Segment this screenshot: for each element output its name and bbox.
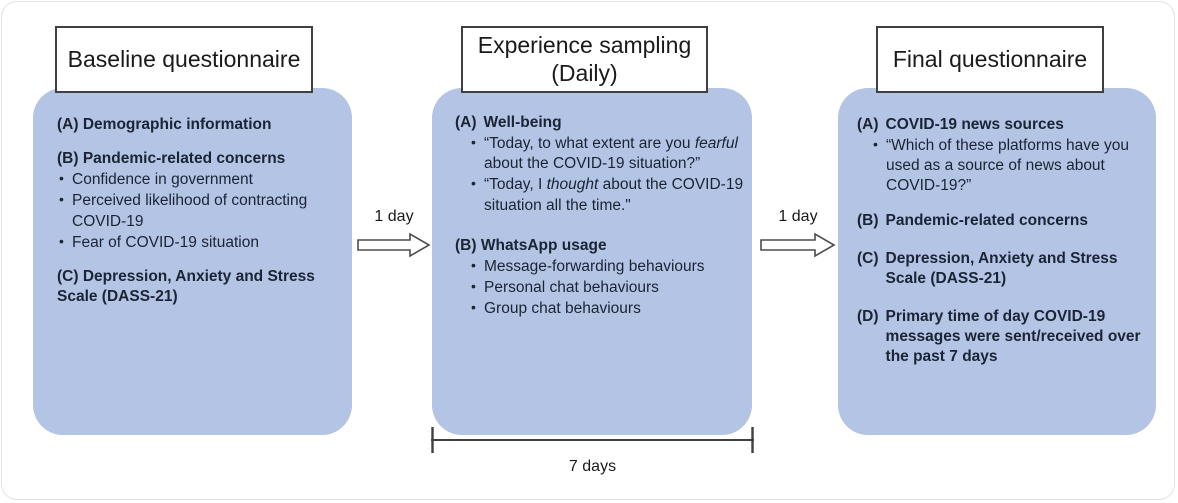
- section-final-a: (A) COVID-19 news sources “Which of thes…: [857, 115, 1147, 197]
- section-final-c-title: Depression, Anxiety and Stress Scale (DA…: [885, 249, 1118, 287]
- section-esm-b: (B) WhatsApp usage Message-forwarding be…: [455, 236, 745, 320]
- arrow-esm-to-final-label: 1 day: [778, 208, 818, 225]
- arrow-esm-to-final: 1 day: [757, 208, 839, 270]
- section-baseline-a: (A) Demographic information: [57, 115, 342, 135]
- section-baseline-b-title: Pandemic-related concerns: [82, 150, 286, 168]
- title-line-1: Experience sampling: [477, 32, 692, 59]
- panel-experience-sampling-content: (A) Well-being “Today, to what extent ar…: [455, 113, 745, 319]
- emphasis-thought: thought: [546, 176, 599, 194]
- title-experience-sampling-text: Experience sampling (Daily): [478, 32, 692, 86]
- section-esm-a-bullets: “Today, to what extent are you fearful a…: [455, 133, 745, 216]
- section-final-c: (C) Depression, Anxiety and Stress Scale…: [857, 249, 1147, 289]
- section-baseline-c: (C) Depression, Anxiety and Stress Scale…: [57, 267, 342, 307]
- title-baseline-questionnaire: Baseline questionnaire: [55, 26, 313, 93]
- section-esm-a-label: (A): [455, 114, 477, 131]
- section-final-a-bullets: “Which of these platforms have you used …: [857, 135, 1147, 196]
- arrow-baseline-to-esm-label: 1 day: [374, 208, 414, 225]
- bracket-icon: [431, 427, 754, 453]
- list-item: “Which of these platforms have you used …: [871, 135, 1147, 196]
- section-baseline-a-heading: (A) Demographic information: [57, 115, 342, 135]
- section-final-b: (B) Pandemic-related concerns: [857, 211, 1147, 231]
- list-item: Fear of COVID-19 situation: [57, 232, 342, 253]
- list-item: “Today, I thought about the COVID-19 sit…: [469, 174, 745, 215]
- right-arrow-icon: [357, 232, 431, 258]
- section-esm-a-heading: (A) Well-being: [455, 113, 745, 133]
- section-final-d: (D) Primary time of day COVID-19 message…: [857, 307, 1147, 367]
- section-final-b-title: Pandemic-related concerns: [885, 211, 1088, 229]
- section-esm-b-heading: (B) WhatsApp usage: [455, 236, 745, 256]
- section-baseline-a-title: Demographic information: [82, 116, 272, 133]
- section-final-d-heading: (D) Primary time of day COVID-19 message…: [857, 307, 1147, 367]
- arrow-baseline-to-esm: 1 day: [355, 208, 433, 270]
- list-item: Group chat behaviours: [469, 298, 745, 319]
- panel-baseline-questionnaire: [33, 88, 352, 435]
- section-baseline-b: (B) Pandemic-related concerns Confidence…: [57, 149, 342, 253]
- section-esm-b-bullets: Message-forwarding behaviours Personal c…: [455, 256, 745, 319]
- list-item: Personal chat behaviours: [469, 277, 745, 298]
- title-final-questionnaire: Final questionnaire: [876, 26, 1104, 93]
- list-item: Message-forwarding behaviours: [469, 256, 745, 277]
- emphasis-fearful: fearful: [694, 135, 738, 153]
- title-experience-sampling: Experience sampling (Daily): [461, 26, 708, 93]
- section-baseline-b-bullets: Confidence in government Perceived likel…: [57, 169, 342, 253]
- section-baseline-c-heading: (C) Depression, Anxiety and Stress Scale…: [57, 267, 342, 307]
- right-arrow-icon: [760, 232, 836, 258]
- title-line-2: (Daily): [551, 59, 618, 86]
- esm-duration-bracket: 7 days: [430, 427, 755, 493]
- section-baseline-c-label: (C): [57, 267, 79, 285]
- section-baseline-a-label: (A): [57, 116, 79, 133]
- section-final-d-label: (D): [857, 307, 879, 325]
- section-baseline-b-heading: (B) Pandemic-related concerns: [57, 149, 342, 169]
- section-esm-a-title: Well-being: [483, 114, 562, 131]
- list-item: Perceived likelihood of contracting COVI…: [57, 190, 342, 231]
- panel-final-content: (A) COVID-19 news sources “Which of thes…: [857, 115, 1147, 367]
- section-final-c-label: (C): [857, 249, 879, 267]
- panel-baseline-content: (A) Demographic information (B) Pandemic…: [57, 115, 342, 307]
- section-esm-b-label: (B): [455, 236, 477, 254]
- section-esm-b-title: WhatsApp usage: [480, 236, 607, 254]
- section-final-a-heading: (A) COVID-19 news sources: [857, 115, 1147, 135]
- section-final-b-label: (B): [857, 211, 879, 229]
- list-item: “Today, to what extent are you fearful a…: [469, 133, 745, 174]
- section-final-b-heading: (B) Pandemic-related concerns: [857, 211, 1147, 231]
- section-baseline-b-label: (B): [57, 150, 79, 168]
- section-final-a-title: COVID-19 news sources: [885, 116, 1064, 133]
- section-final-d-title: Primary time of day COVID-19 messages we…: [885, 307, 1141, 366]
- section-esm-a: (A) Well-being “Today, to what extent ar…: [455, 113, 745, 216]
- section-final-c-heading: (C) Depression, Anxiety and Stress Scale…: [857, 249, 1147, 289]
- section-baseline-c-title: Depression, Anxiety and Stress Scale (DA…: [57, 267, 315, 305]
- section-final-a-label: (A): [857, 116, 879, 133]
- esm-duration-bracket-label: 7 days: [568, 458, 617, 475]
- list-item: Confidence in government: [57, 169, 342, 190]
